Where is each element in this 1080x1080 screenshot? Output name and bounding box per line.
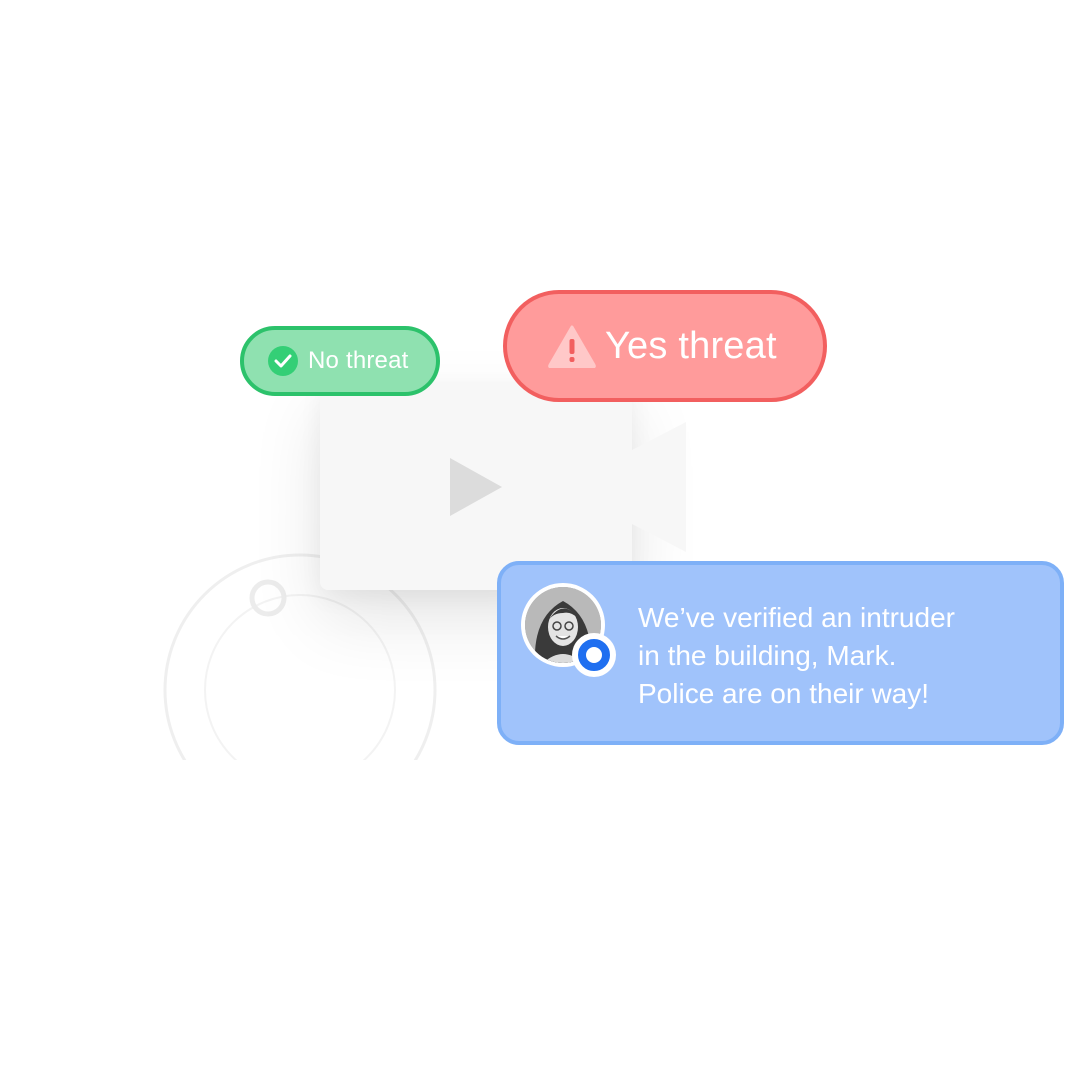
camera-rings-decoration: [163, 553, 437, 760]
message-line: We’ve verified an intruder: [638, 602, 955, 633]
yes-threat-label: Yes threat: [605, 324, 777, 367]
status-indicator-icon: [572, 633, 616, 677]
message-text: We’ve verified an intruder in the buildi…: [638, 599, 1038, 713]
no-threat-button[interactable]: No threat: [240, 326, 440, 396]
video-camera-lens-icon: [632, 422, 686, 552]
warning-triangle-icon: [548, 325, 596, 368]
avatar: [521, 583, 605, 667]
message-line: Police are on their way!: [638, 678, 930, 709]
play-icon[interactable]: [448, 456, 504, 518]
intruder-notification-card: We’ve verified an intruder in the buildi…: [497, 561, 1064, 745]
no-threat-label: No threat: [308, 347, 409, 374]
yes-threat-button[interactable]: Yes threat: [503, 290, 827, 402]
message-line: in the building, Mark.: [638, 640, 897, 671]
check-icon: [268, 346, 298, 376]
